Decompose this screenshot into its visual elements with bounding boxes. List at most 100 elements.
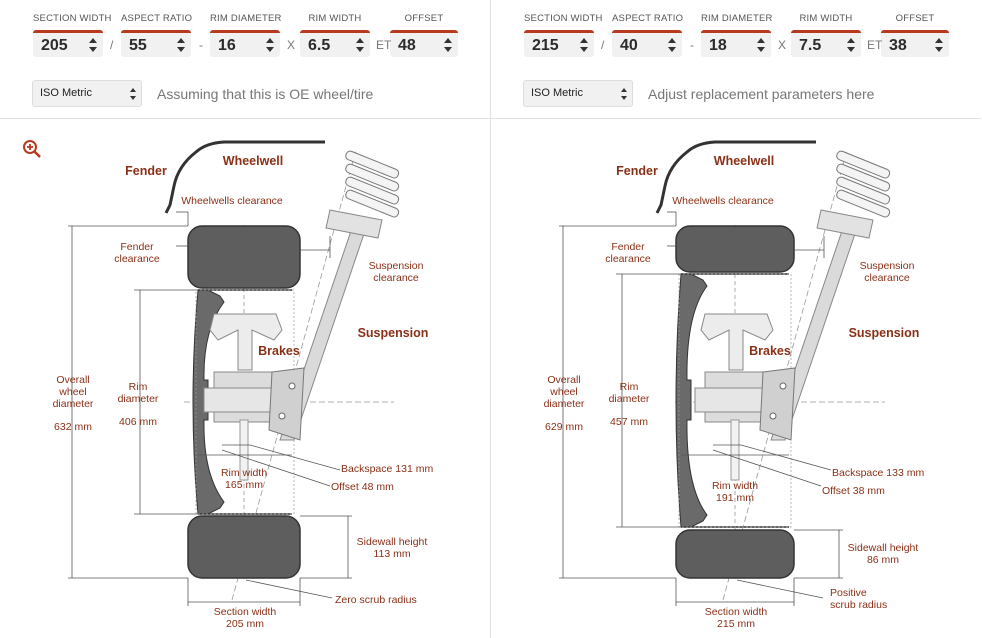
separator: X [778, 38, 787, 52]
field-label: OFFSET [404, 13, 444, 24]
field-value[interactable]: 7.5 [799, 37, 822, 54]
wheelwells-clearance-label: Wheelwells clearance [181, 195, 283, 207]
unit-system-value[interactable]: ISO Metric [40, 87, 92, 99]
field-stepper[interactable]: 16 [210, 30, 280, 57]
fender-outline [164, 140, 325, 214]
spinner-arrows-icon[interactable] [580, 37, 588, 53]
brakes-label: Brakes [749, 344, 791, 358]
field-label: RIM DIAMETER [210, 13, 282, 24]
fender-outline [655, 140, 816, 214]
spinner-arrows-icon[interactable] [668, 37, 676, 53]
unit-system-value[interactable]: ISO Metric [531, 87, 583, 99]
field-stepper[interactable]: 55 [121, 30, 191, 57]
scrub-radius-leader [245, 579, 333, 599]
field-label: ASPECT RATIO [121, 13, 193, 24]
field-value[interactable]: 40 [620, 37, 638, 54]
rim-diameter-value: 406 mm [119, 416, 157, 428]
spring-coil [345, 176, 400, 205]
unit-system-select[interactable]: ISO Metric [32, 80, 142, 107]
diagram-label: Overall [56, 374, 89, 386]
spring-coil [836, 189, 891, 218]
diagram-label: wheel [549, 386, 577, 398]
tire-bottom [675, 529, 795, 579]
spinner-arrows-icon[interactable] [177, 37, 185, 53]
field-value[interactable]: 38 [889, 37, 907, 54]
spinner-arrows-icon[interactable] [444, 37, 452, 53]
field-value[interactable]: 55 [129, 37, 147, 54]
diagram-label: Section width [705, 606, 768, 618]
spinner-arrows-icon[interactable] [935, 37, 943, 53]
diagram-label: diameter [118, 393, 159, 405]
spinner-arrows-icon[interactable] [89, 37, 97, 53]
select-arrows-icon[interactable] [130, 88, 136, 100]
separator: / [110, 38, 114, 52]
diagram-label: 113 mm [373, 548, 410, 560]
rim-diameter-value: 457 mm [610, 416, 648, 428]
suspension-label: Suspension [849, 326, 920, 340]
separator: ET [376, 38, 392, 52]
wheelwell-label: Wheelwell [223, 154, 283, 168]
unit-system-select[interactable]: ISO Metric [523, 80, 633, 107]
diagram-label: Rim [129, 381, 148, 393]
fender-label: Fender [616, 164, 658, 178]
spring-coil [345, 163, 400, 192]
fender-label: Fender [125, 164, 167, 178]
offset-label: Offset 48 mm [331, 481, 394, 493]
spinner-arrows-icon[interactable] [847, 37, 855, 53]
backspace-label: Backspace 131 mm [341, 463, 433, 475]
field-stepper[interactable]: 6.5 [300, 30, 370, 57]
field-label: SECTION WIDTH [524, 13, 603, 24]
select-arrows-icon[interactable] [621, 88, 627, 100]
field-value[interactable]: 215 [532, 37, 559, 54]
zoom-in-icon[interactable] [22, 139, 42, 159]
spring-coil [345, 150, 400, 179]
dimension-line [221, 449, 331, 487]
field-stepper[interactable]: 205 [33, 30, 103, 57]
brake-caliper [209, 313, 283, 371]
spring-coil [345, 189, 400, 218]
separator: - [199, 38, 203, 52]
field-label: OFFSET [895, 13, 935, 24]
rim-width-value: 165 mm [225, 479, 263, 491]
separator: ET [867, 38, 883, 52]
field-stepper[interactable]: 7.5 [791, 30, 861, 57]
diagram-label: clearance [864, 272, 910, 284]
field-value[interactable]: 16 [218, 37, 236, 54]
rim-width-box [678, 273, 792, 528]
diagram-label: clearance [373, 272, 419, 284]
diagram-label: Suspension [369, 260, 424, 272]
scrub-radius-label: Zero scrub radius [335, 594, 417, 606]
field-stepper[interactable]: 18 [701, 30, 771, 57]
field-stepper[interactable]: 215 [524, 30, 594, 57]
suspension-label: Suspension [358, 326, 429, 340]
diagram-label: diameter [544, 398, 585, 410]
rim-profile [675, 273, 708, 528]
separator: - [690, 38, 694, 52]
field-value[interactable]: 6.5 [308, 37, 331, 54]
hint-text: Adjust replacement parameters here [648, 86, 875, 102]
dimension-line [740, 444, 832, 471]
spring-coil [836, 176, 891, 205]
field-value[interactable]: 48 [398, 37, 416, 54]
diagram-label: clearance [114, 253, 160, 265]
backspace-label: Backspace 133 mm [832, 467, 924, 479]
field-stepper[interactable]: 38 [881, 30, 949, 57]
spinner-arrows-icon[interactable] [266, 37, 274, 53]
spinner-arrows-icon[interactable] [757, 37, 765, 53]
brakes-label: Brakes [258, 344, 300, 358]
tire-bottom [187, 515, 301, 579]
field-value[interactable]: 205 [41, 37, 68, 54]
diagram-label: Overall [547, 374, 580, 386]
rim-width-label: Rim width [712, 480, 758, 492]
field-stepper[interactable]: 40 [612, 30, 682, 57]
spinner-arrows-icon[interactable] [356, 37, 364, 53]
field-value[interactable]: 18 [709, 37, 727, 54]
overall-diameter-value: 629 mm [545, 421, 583, 433]
scrub-radius-label: Positive [830, 587, 867, 599]
field-stepper[interactable]: 48 [390, 30, 458, 57]
